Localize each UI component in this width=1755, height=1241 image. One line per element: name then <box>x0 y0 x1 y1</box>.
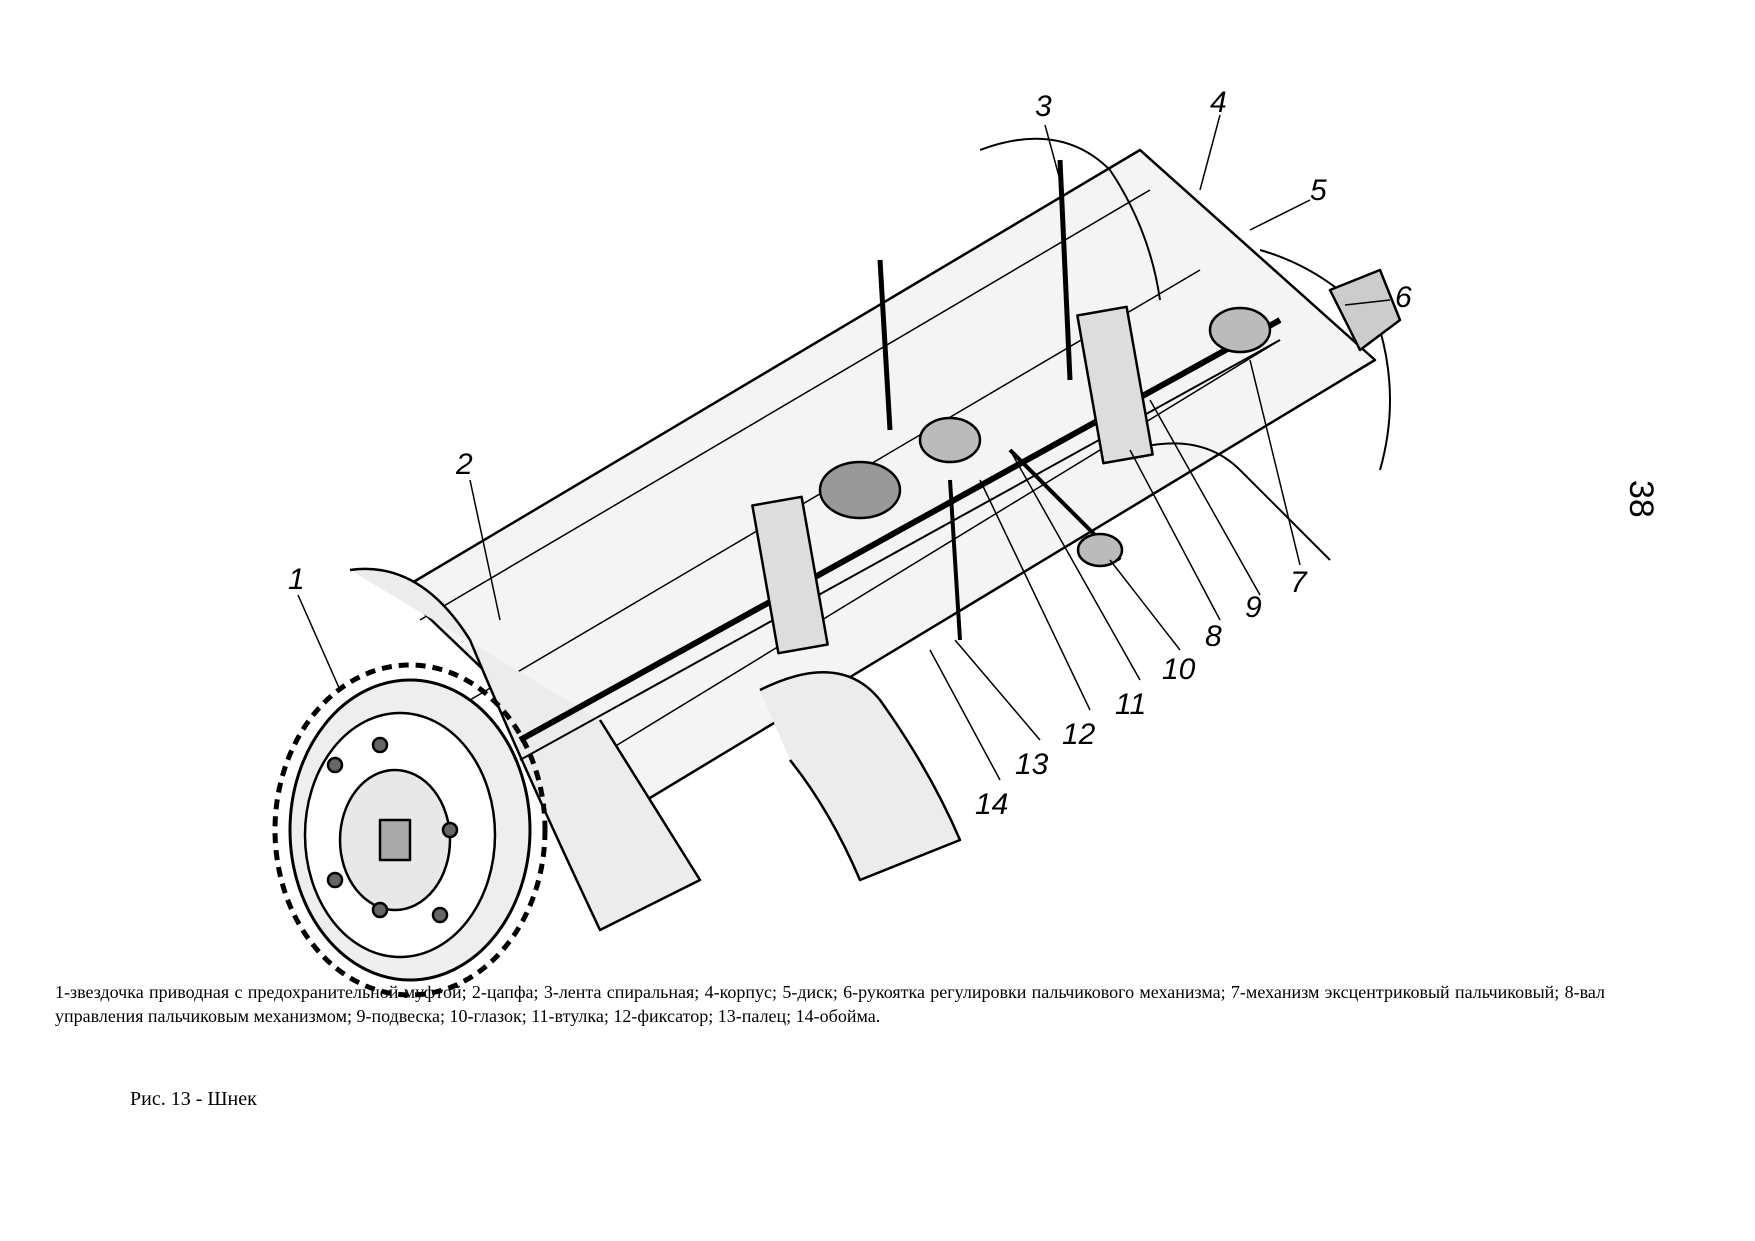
figure-title: Рис. 13 - Шнек <box>130 1088 257 1110</box>
callout-5: 5 <box>1310 174 1327 207</box>
callout-12: 12 <box>1062 718 1096 751</box>
callout-14: 14 <box>975 788 1009 821</box>
callout-13: 13 <box>1015 748 1049 781</box>
callout-2: 2 <box>456 448 473 481</box>
callout-11: 11 <box>1115 688 1147 721</box>
callout-6: 6 <box>1395 281 1412 314</box>
callout-4: 4 <box>1210 86 1227 119</box>
figure-caption: 1-звездочка приводная с предохранительно… <box>55 982 1605 1026</box>
callout-1: 1 <box>288 563 305 596</box>
callout-10: 10 <box>1162 653 1196 686</box>
callout-8: 8 <box>1205 620 1222 653</box>
callout-7: 7 <box>1290 566 1307 599</box>
page-number: 38 <box>1622 480 1660 518</box>
callout-3: 3 <box>1035 90 1052 123</box>
callout-9: 9 <box>1245 591 1262 624</box>
